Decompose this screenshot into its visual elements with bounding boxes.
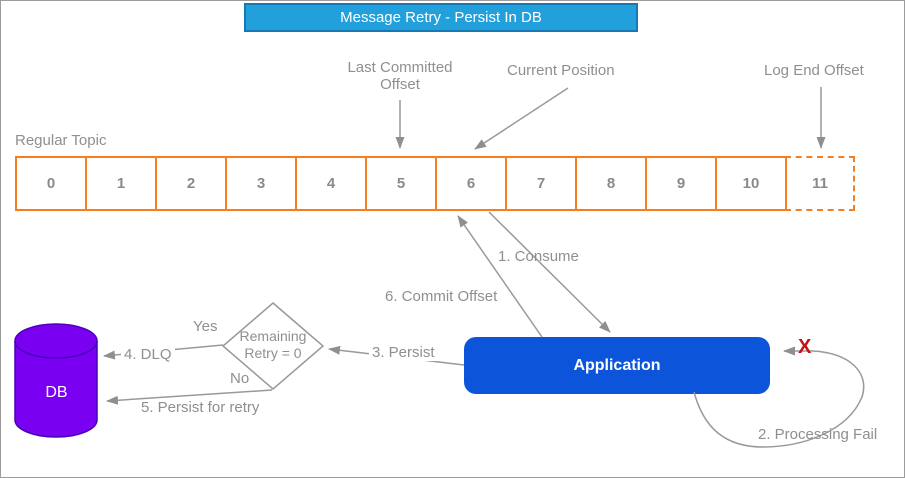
application-label: Application	[573, 356, 661, 374]
topic-cell: 4	[295, 156, 367, 211]
current-position-arrow	[474, 87, 569, 150]
yes-label: Yes	[193, 318, 218, 335]
db-cylinder	[14, 323, 98, 438]
topic-cell: 8	[575, 156, 647, 211]
topic-cell: 2	[155, 156, 227, 211]
topic-cell: 1	[85, 156, 157, 211]
commit-offset-arrow	[457, 215, 543, 338]
application-node: Application	[464, 337, 770, 394]
diagram-title-text: Message Retry - Persist In DB	[340, 9, 542, 26]
consume-label: 1. Consume	[498, 248, 579, 265]
consume-arrow	[488, 211, 611, 333]
topic-cell: 5	[365, 156, 437, 211]
commit-offset-label: 6. Commit Offset	[385, 288, 498, 305]
fail-x-icon: X	[798, 336, 812, 358]
current-position-label: Current Position	[507, 62, 615, 79]
decision-label: Remaining Retry = 0	[239, 328, 307, 361]
db-label: DB	[45, 384, 68, 401]
persist-label: 3. Persist	[369, 344, 438, 361]
topic-cell: 9	[645, 156, 717, 211]
topic-cell-log-end: 11	[785, 156, 855, 211]
regular-topic-label: Regular Topic	[15, 132, 107, 149]
topic-cell: 10	[715, 156, 787, 211]
topic-cell: 0	[15, 156, 87, 211]
dlq-label: 4. DLQ	[121, 346, 175, 363]
log-end-offset-label: Log End Offset	[764, 62, 864, 79]
last-committed-offset-label: Last Committed Offset	[347, 59, 453, 93]
topic-cell: 3	[225, 156, 297, 211]
topic-cell: 6	[435, 156, 507, 211]
no-label: No	[230, 370, 250, 387]
db-cylinder-rim	[14, 340, 98, 359]
topic-partition-row: 0 1 2 3 4 5 6 7 8 9 10 11	[15, 156, 855, 211]
topic-cell: 7	[505, 156, 577, 211]
processing-fail-label: 2. Processing Fail	[758, 426, 878, 443]
diagram-title: Message Retry - Persist In DB	[244, 3, 638, 32]
persist-for-retry-label: 5. Persist for retry	[141, 399, 260, 416]
